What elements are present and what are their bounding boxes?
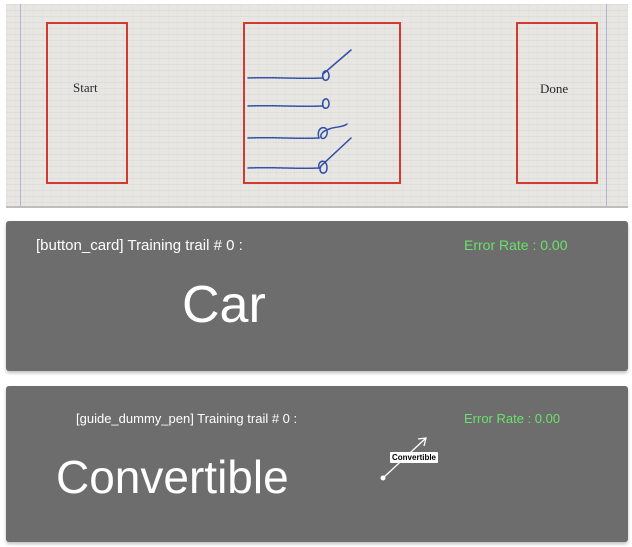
done-box[interactable]: Done	[516, 22, 598, 184]
start-box[interactable]: Start	[46, 22, 128, 184]
gesture-tag: Convertible	[390, 452, 439, 463]
sketch-panel: Start Done	[6, 4, 628, 208]
gesture-box[interactable]	[243, 22, 401, 184]
done-label: Done	[540, 81, 569, 96]
trail-title: [guide_dummy_pen] Training trail # 0 :	[76, 411, 298, 426]
start-label: Start	[73, 80, 98, 95]
guide-pen-panel: [guide_dummy_pen] Training trail # 0 : E…	[6, 386, 628, 542]
target-word: Convertible	[56, 451, 289, 503]
paper-margin-line-left	[20, 4, 21, 206]
target-word: Car	[182, 276, 266, 334]
paper-margin-line-right	[606, 4, 607, 206]
button-card-panel: [button_card] Training trail # 0 : Error…	[6, 221, 628, 371]
pen-strokes	[247, 49, 352, 174]
trail-title: [button_card] Training trail # 0 :	[36, 237, 243, 254]
error-rate: Error Rate : 0.00	[464, 411, 561, 426]
error-rate: Error Rate : 0.00	[464, 237, 568, 253]
